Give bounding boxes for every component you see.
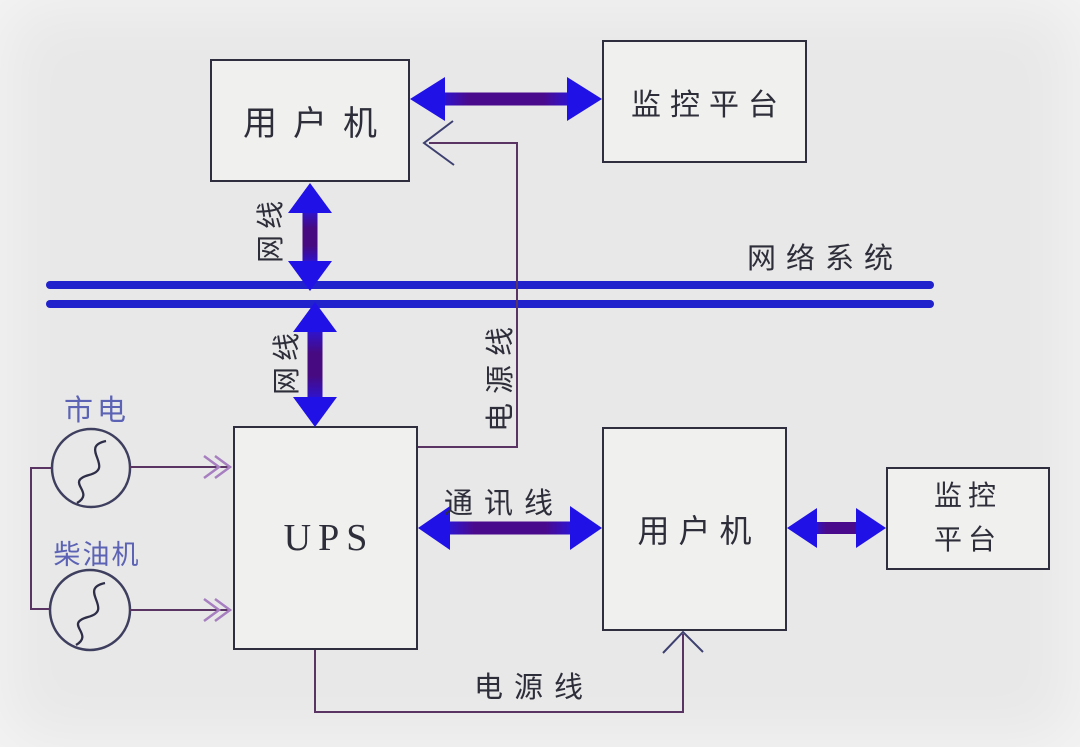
- power-line-to-user-machine-top: [418, 120, 518, 448]
- power-line-vertical-label: 电源线: [485, 318, 517, 433]
- chevron-arrow-icon: [203, 597, 222, 623]
- network-cable-arrow-bottom: [293, 302, 337, 427]
- diesel-engine-label: 柴油机: [53, 539, 141, 570]
- ac-wave-icon: [75, 581, 106, 646]
- network-bus-lines: [46, 281, 934, 308]
- monitor-platform-bottom-label: 监控平台: [933, 481, 1002, 556]
- mains-power-symbol: [50, 427, 132, 509]
- ups-box: UPS: [233, 426, 418, 650]
- user-machine-top-box: 用户机: [210, 59, 410, 182]
- ac-wave-icon: [76, 439, 107, 504]
- top-lan-double-arrow: [410, 77, 602, 121]
- communication-line-label: 通讯线: [444, 488, 565, 520]
- monitor-platform-top-box: 监控平台: [602, 40, 807, 163]
- open-arrow-icon: [662, 630, 704, 654]
- network-cable-top-label: 网线: [256, 195, 287, 264]
- network-cable-arrow-top: [288, 183, 332, 291]
- mains-power-label: 市电: [63, 395, 130, 427]
- open-arrow-icon: [422, 120, 455, 166]
- ups-label: UPS: [283, 517, 375, 559]
- monitor-platform-top-label: 监控平台: [631, 88, 787, 122]
- diesel-engine-symbol: [48, 568, 132, 652]
- diesel-power-feed-line: [130, 597, 233, 623]
- network-system-label: 网络系统: [746, 243, 903, 275]
- monitor-link-arrow: [787, 508, 886, 548]
- mains-power-feed-line: [130, 454, 233, 480]
- user-machine-bottom-label: 用户机: [637, 513, 761, 549]
- power-line-bottom-label: 电源线: [474, 672, 595, 704]
- chevron-arrow-icon: [214, 454, 233, 480]
- network-cable-bottom-label: 网线: [272, 327, 303, 396]
- source-bracket-line: [30, 467, 52, 610]
- monitor-platform-bottom-box: 监控平台: [886, 467, 1050, 570]
- communication-line-arrow: [418, 506, 602, 550]
- chevron-arrow-icon: [203, 454, 222, 480]
- chevron-arrow-icon: [214, 597, 233, 623]
- user-machine-top-label: 用户机: [243, 106, 393, 143]
- user-machine-bottom-box: 用户机: [602, 427, 787, 631]
- power-line-to-user-machine-bottom: [314, 630, 704, 713]
